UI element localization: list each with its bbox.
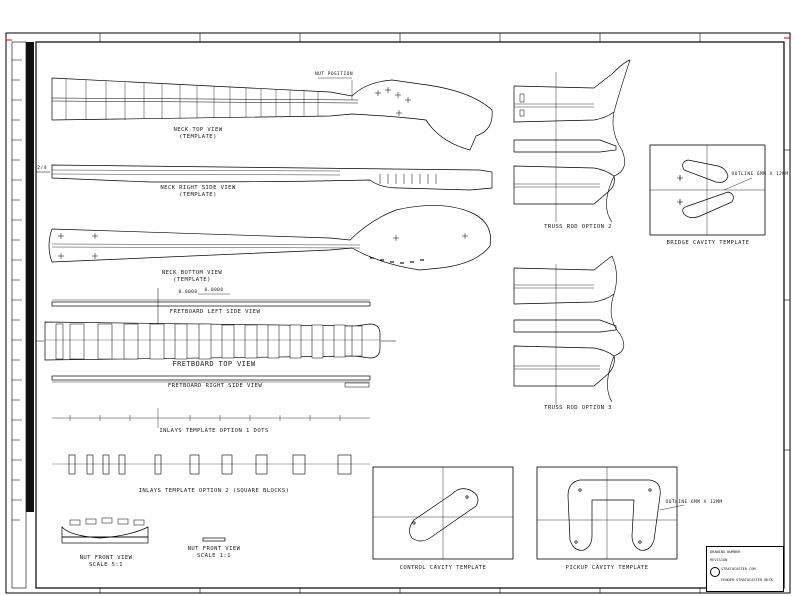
inlay-option-2-label: INLAYS TEMPLATE OPTION 2 (SQUARE BLOCKS): [138, 488, 290, 494]
neck-top-view-sublabel: (TEMPLATE): [179, 134, 217, 140]
nut-front-view-scale: SCALE 5:1: [89, 562, 123, 568]
truss-rod-option-3-label: TRUSS ROD OPTION 3: [544, 405, 612, 411]
fretboard-right-side-view: [51, 375, 371, 388]
left-dark-band: [26, 42, 34, 512]
outer-border: [5, 32, 791, 594]
pickup-callout: Outline 6mm x 12mm: [665, 500, 723, 505]
truss-rod-option-2-label: TRUSS ROD OPTION 2: [544, 224, 612, 230]
bridge-cavity-template: [649, 144, 766, 236]
bridge-callout: Outline 6mm x 12mm: [731, 172, 789, 177]
neck-side-callout: 2/4: [37, 166, 47, 171]
bridge-cavity-label: BRIDGE CAVITY TEMPLATE: [666, 240, 750, 246]
nut-front-view-label: NUT FRONT VIEW: [79, 555, 133, 561]
truss-rod-option-2: [513, 59, 631, 223]
neck-top-view-label: NECK TOP VIEW: [173, 127, 223, 133]
inner-border: [35, 41, 785, 589]
title-block-revision: REVISION: [710, 558, 728, 562]
title-block-website: STRATOCASTER.COM: [721, 567, 756, 571]
nut-front-view-large: [61, 517, 149, 544]
title-block: DRAWING NUMBER REVISION STRATOCASTER.COM…: [706, 546, 784, 592]
zone-ticks: [99, 33, 790, 593]
inlay-option-1-label: INLAYS TEMPLATE OPTION 1 DOTS: [159, 428, 269, 434]
pickup-cavity-label: PICKUP CAVITY TEMPLATE: [565, 565, 649, 571]
fretboard-callout-b: 0.0000: [204, 288, 224, 293]
fretboard-top-view-label: FRETBOARD TOP VIEW: [172, 360, 256, 368]
fretboard-left-side-view: [51, 288, 371, 330]
nut-front-view-small: [202, 537, 226, 542]
pickup-cavity-template: [536, 466, 685, 560]
left-ruler-strip: [11, 41, 27, 589]
red-registration-marks: [6, 37, 790, 41]
control-cavity-template: [372, 466, 514, 560]
truss-rod-option-3: [513, 255, 625, 404]
neck-bottom-view: [48, 205, 491, 271]
neck-bottom-view-label: NECK BOTTOM VIEW: [161, 270, 223, 276]
nut-front-view-2-scale: SCALE 1:1: [197, 553, 231, 559]
neck-top-view: [51, 77, 493, 151]
fretboard-left-side-label: FRETBOARD LEFT SIDE VIEW: [169, 309, 261, 315]
neck-right-side-view: [36, 164, 493, 191]
control-cavity-label: CONTROL CAVITY TEMPLATE: [399, 565, 487, 571]
neck-right-side-sublabel: (TEMPLATE): [179, 192, 217, 198]
title-block-title: FENDER STRATOCASTER NECK: [721, 578, 773, 582]
title-block-logo-icon: [710, 567, 720, 577]
inlay-template-option-2: [52, 454, 370, 475]
neck-right-side-label: NECK RIGHT SIDE VIEW: [160, 185, 236, 191]
fretboard-callout-a: 0.0000: [178, 290, 198, 295]
title-block-drawing-number: DRAWING NUMBER: [710, 550, 741, 554]
nut-front-view-2-label: NUT FRONT VIEW: [187, 546, 241, 552]
neck-top-callout: Nut position: [315, 72, 353, 77]
neck-bottom-view-sublabel: (TEMPLATE): [173, 277, 211, 283]
fretboard-top-view: [36, 321, 396, 361]
fretboard-right-side-label: FRETBOARD RIGHT SIDE VIEW: [167, 383, 263, 389]
left-ruler-ticks: [12, 59, 22, 521]
inlay-template-option-1: [52, 408, 370, 428]
